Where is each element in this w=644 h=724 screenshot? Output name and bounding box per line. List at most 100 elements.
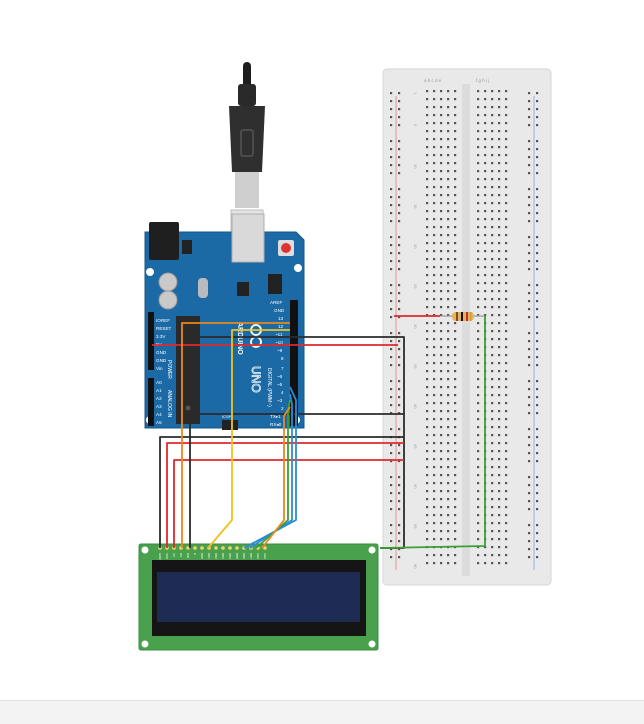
breadboard-hole[interactable] [433,562,436,565]
breadboard-hole[interactable] [440,514,443,517]
breadboard-hole[interactable] [498,530,501,533]
breadboard-hole[interactable] [440,338,443,341]
breadboard-hole[interactable] [447,314,450,317]
breadboard-hole[interactable] [447,410,450,413]
breadboard-hole[interactable] [477,106,480,109]
breadboard-hole[interactable] [477,546,480,549]
breadboard-hole[interactable] [440,394,443,397]
breadboard-hole[interactable] [528,108,531,111]
breadboard-hole[interactable] [491,122,494,125]
breadboard-hole[interactable] [433,498,436,501]
breadboard-hole[interactable] [498,426,501,429]
breadboard-hole[interactable] [454,370,457,373]
breadboard-hole[interactable] [491,434,494,437]
breadboard-hole[interactable] [447,194,450,197]
breadboard-hole[interactable] [440,354,443,357]
breadboard-hole[interactable] [398,188,401,191]
breadboard-hole[interactable] [440,290,443,293]
lcd-pin[interactable] [200,546,204,550]
breadboard-hole[interactable] [528,548,531,551]
breadboard-hole[interactable] [426,306,429,309]
breadboard-hole[interactable] [447,178,450,181]
breadboard-hole[interactable] [426,106,429,109]
breadboard-hole[interactable] [390,124,393,127]
breadboard-hole[interactable] [433,554,436,557]
breadboard-hole[interactable] [433,138,436,141]
breadboard-hole[interactable] [390,140,393,143]
breadboard-hole[interactable] [426,154,429,157]
breadboard-hole[interactable] [477,330,480,333]
breadboard-hole[interactable] [426,210,429,213]
breadboard-hole[interactable] [454,258,457,261]
breadboard-hole[interactable] [498,234,501,237]
breadboard-hole[interactable] [505,218,508,221]
breadboard-hole[interactable] [390,100,393,103]
breadboard-hole[interactable] [454,402,457,405]
breadboard-hole[interactable] [398,332,401,335]
lcd-pin[interactable] [214,546,218,550]
breadboard-hole[interactable] [454,98,457,101]
breadboard-hole[interactable] [505,530,508,533]
breadboard-hole[interactable] [505,122,508,125]
breadboard-hole[interactable] [447,114,450,117]
breadboard-hole[interactable] [491,330,494,333]
breadboard-hole[interactable] [433,458,436,461]
breadboard-hole[interactable] [498,138,501,141]
breadboard-hole[interactable] [505,290,508,293]
breadboard-hole[interactable] [454,338,457,341]
breadboard-hole[interactable] [390,236,393,239]
breadboard-hole[interactable] [426,410,429,413]
breadboard-hole[interactable] [390,460,393,463]
breadboard-hole[interactable] [484,306,487,309]
breadboard-hole[interactable] [454,554,457,557]
breadboard-hole[interactable] [491,210,494,213]
breadboard-hole[interactable] [447,186,450,189]
breadboard-hole[interactable] [498,410,501,413]
breadboard-hole[interactable] [536,412,539,415]
breadboard-hole[interactable] [528,284,531,287]
breadboard-hole[interactable] [440,498,443,501]
breadboard-hole[interactable] [454,274,457,277]
breadboard-hole[interactable] [528,204,531,207]
breadboard-hole[interactable] [390,92,393,95]
breadboard-hole[interactable] [498,130,501,133]
breadboard-hole[interactable] [440,218,443,221]
breadboard-hole[interactable] [454,386,457,389]
breadboard-hole[interactable] [426,498,429,501]
breadboard-hole[interactable] [505,442,508,445]
breadboard-hole[interactable] [477,274,480,277]
breadboard-hole[interactable] [398,508,401,511]
breadboard-hole[interactable] [433,274,436,277]
breadboard-hole[interactable] [440,346,443,349]
breadboard-hole[interactable] [447,498,450,501]
breadboard-hole[interactable] [491,506,494,509]
breadboard-hole[interactable] [484,562,487,565]
breadboard-hole[interactable] [390,484,393,487]
breadboard-hole[interactable] [505,194,508,197]
breadboard-hole[interactable] [505,338,508,341]
breadboard-hole[interactable] [390,388,393,391]
breadboard-hole[interactable] [447,90,450,93]
breadboard-hole[interactable] [440,194,443,197]
breadboard-hole[interactable] [440,90,443,93]
breadboard-hole[interactable] [505,426,508,429]
breadboard-hole[interactable] [477,410,480,413]
breadboard-hole[interactable] [477,426,480,429]
breadboard-hole[interactable] [484,290,487,293]
breadboard-hole[interactable] [426,538,429,541]
breadboard-hole[interactable] [477,362,480,365]
breadboard-hole[interactable] [390,364,393,367]
breadboard-hole[interactable] [536,284,539,287]
breadboard-hole[interactable] [447,346,450,349]
breadboard-hole[interactable] [454,426,457,429]
breadboard-hole[interactable] [505,546,508,549]
breadboard-hole[interactable] [491,394,494,397]
breadboard-hole[interactable] [454,234,457,237]
breadboard-hole[interactable] [536,100,539,103]
breadboard-hole[interactable] [477,154,480,157]
breadboard-hole[interactable] [491,370,494,373]
breadboard-hole[interactable] [528,444,531,447]
breadboard-hole[interactable] [390,260,393,263]
breadboard-hole[interactable] [528,244,531,247]
breadboard-hole[interactable] [477,306,480,309]
